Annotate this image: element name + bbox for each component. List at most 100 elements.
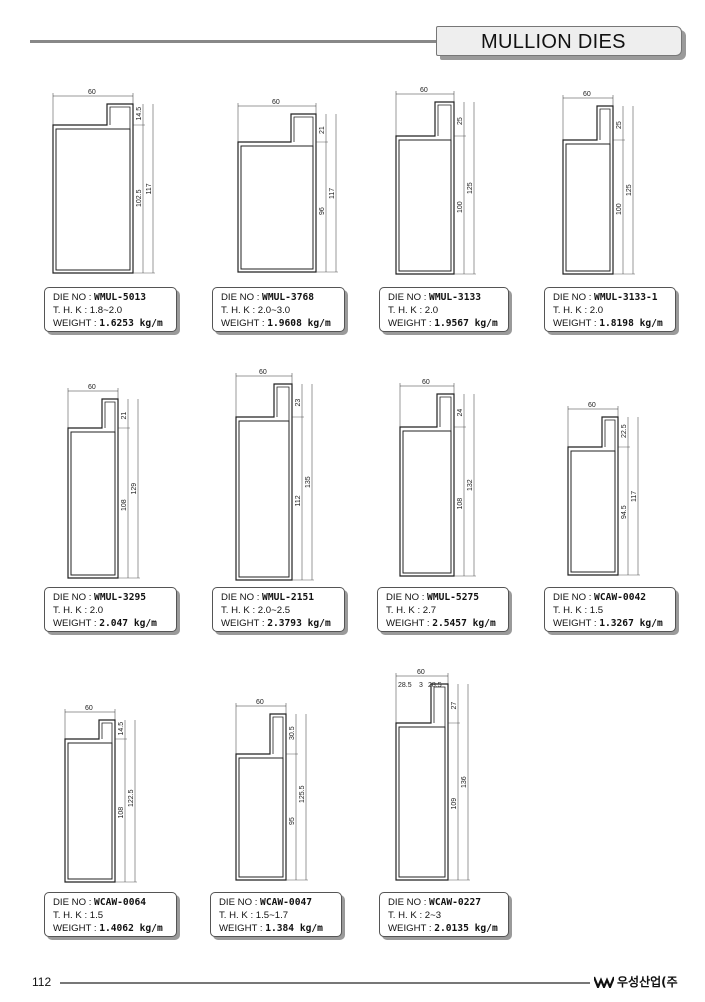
top-dimension-label: 14.5 [118,722,125,736]
width-dimension-label: 60 [85,705,93,712]
weight: WEIGHT : 1.4062 kg/m [53,922,170,935]
thickness: T. H. K : 2.0 [53,604,170,617]
weight-label: WEIGHT : [53,318,100,329]
inner-dimension-label: 112 [295,495,302,506]
die-number: DIE NO : WMUL-5013 [53,291,170,304]
width-dimension-label: 60 [420,87,428,94]
width-dimension-label: 60 [259,369,267,376]
top-dimension-label: 22.5 [621,424,628,438]
thickness: T. H. K : 2.0~2.5 [221,604,338,617]
width-dimension-label: 60 [417,669,425,676]
thickness: T. H. K : 2.7 [386,604,502,617]
weight-value: 1.9608 kg/m [267,318,331,329]
thickness-value: 2.0 [424,305,439,316]
top-dimension-label: 25 [616,121,623,129]
thickness: T. H. K : 2.0~3.0 [221,304,338,317]
page-number: 112 [32,975,52,989]
company-brand: 우성산업(주 [594,973,678,990]
total-dimension-label: 129 [131,483,138,495]
die-number-label: DIE NO : [388,897,430,908]
total-dimension-label: 117 [631,491,638,502]
weight-label: WEIGHT : [388,318,435,329]
mid-sub-dimension-label: 3 [419,682,423,689]
thickness-label: T. H. K : [53,305,90,316]
weight-value: 1.9567 kg/m [434,318,498,329]
thickness-label: T. H. K : [219,910,256,921]
right-sub-dimension-label: 28.5 [428,682,442,689]
inner-dimension-label: 96 [319,207,326,215]
die-number-value: WCAW-0227 [429,897,482,908]
weight-label: WEIGHT : [221,318,268,329]
width-dimension-label: 60 [88,89,96,96]
die-number-value: WMUL-3295 [94,592,147,603]
page-title: MULLION DIES [436,26,682,56]
thickness-label: T. H. K : [388,305,425,316]
die-number-value: WMUL-3133 [429,292,482,303]
width-dimension-label: 60 [256,699,264,706]
thickness-label: T. H. K : [53,910,90,921]
thickness-value: 2.0 [89,605,104,616]
die-number-label: DIE NO : [388,292,430,303]
top-dimension-label: 23 [295,399,302,407]
thickness: T. H. K : 2~3 [388,909,502,922]
thickness-value: 2.0~2.5 [257,605,291,616]
weight: WEIGHT : 1.8198 kg/m [553,317,669,330]
thickness-label: T. H. K : [53,605,90,616]
thickness-value: 2.7 [422,605,437,616]
top-dimension-label: 25 [457,117,464,125]
inner-dimension-label: 109 [451,798,458,810]
top-dimension-label: 14.5 [136,107,143,121]
top-dimension-label: 21 [319,126,326,134]
die-number-label: DIE NO : [553,592,595,603]
weight-label: WEIGHT : [53,618,100,629]
die-number-label: DIE NO : [53,897,95,908]
weight-value: 1.3267 kg/m [599,618,663,629]
inner-dimension-label: 94.5 [621,505,628,519]
thickness: T. H. K : 1.5 [53,909,170,922]
total-dimension-label: 125 [626,184,633,196]
die-number: DIE NO : WMUL-2151 [221,591,338,604]
die-number-value: WCAW-0042 [594,592,647,603]
thickness-label: T. H. K : [221,305,258,316]
die-number-label: DIE NO : [53,592,95,603]
inner-dimension-label: 100 [457,201,464,213]
width-dimension-label: 60 [88,384,96,391]
top-dimension-label: 30.5 [289,726,296,740]
top-dimension-label: 24 [457,409,464,417]
inner-dimension-label: 102.5 [136,189,143,207]
weight-label: WEIGHT : [553,318,600,329]
weight-value: 2.047 kg/m [99,618,157,629]
thickness-label: T. H. K : [553,305,590,316]
total-dimension-label: 136 [461,776,468,788]
weight: WEIGHT : 1.9567 kg/m [388,317,502,330]
thickness-value: 1.5~1.7 [255,910,289,921]
width-dimension-label: 60 [422,379,430,386]
width-dimension-label: 60 [583,91,591,98]
top-dimension-label: 21 [121,412,128,420]
company-logo-icon [594,976,614,988]
total-dimension-label: 135 [305,476,312,488]
die-number: DIE NO : WMUL-3768 [221,291,338,304]
thickness-value: 2~3 [424,910,442,921]
die-number: DIE NO : WMUL-5275 [386,591,502,604]
